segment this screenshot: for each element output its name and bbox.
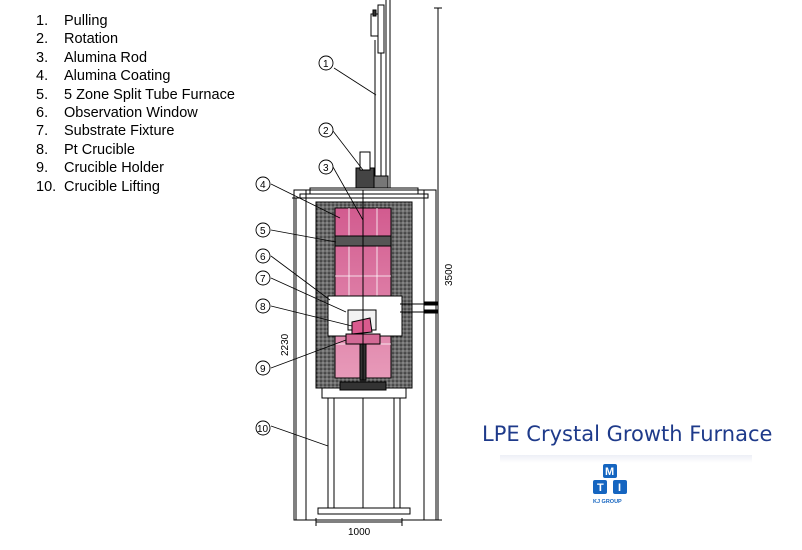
legend-item: 3.Alumina Rod: [36, 49, 148, 66]
legend-item: 1.Pulling: [36, 13, 108, 29]
pulling-column: [370, 0, 391, 190]
dim-label-inner: 2230: [280, 333, 291, 356]
callout-7: 7: [260, 274, 266, 285]
legend-list: 1.Pulling 2.Rotation 3.Alumina Rod 4.Alu…: [36, 12, 235, 196]
callout-5: 5: [260, 226, 266, 237]
legend-item: 8.Pt Crucible: [36, 141, 135, 158]
callout-3: 3: [323, 163, 329, 174]
dim-label-width: 1000: [348, 527, 371, 538]
callout-6: 6: [260, 252, 266, 263]
rotation-motor: [355, 151, 389, 191]
dim-label-total: 3500: [444, 263, 455, 286]
mti-logo: M T I KJ GROUP: [593, 464, 627, 505]
title-reflection: [500, 455, 752, 463]
base-block: [339, 381, 387, 391]
logo-letter-t: T: [597, 482, 604, 494]
callout-8: 8: [260, 302, 266, 313]
callout-1: 1: [323, 59, 329, 70]
logo-letter-i: I: [618, 482, 621, 494]
legend-item: 6.Observation Window: [36, 105, 198, 122]
legend-item: 5.5 Zone Split Tube Furnace: [36, 86, 235, 103]
callout-leaders: [270, 67, 377, 447]
dim-height-total: [434, 7, 442, 521]
logo-letter-m: M: [605, 466, 614, 478]
legend-item: 9.Crucible Holder: [36, 160, 164, 177]
legend-item: 7.Substrate Fixture: [36, 123, 175, 140]
legend-item: 2.Rotation: [36, 31, 119, 48]
dim-width: [315, 518, 403, 526]
callout-2: 2: [323, 126, 329, 137]
legend-item: 10.Crucible Lifting: [36, 178, 160, 195]
callout-4: 4: [260, 180, 266, 191]
callout-circles: [255, 55, 334, 436]
crucible-lifting: [317, 398, 411, 515]
diagram-title: LPE Crystal Growth Furnace: [482, 422, 773, 446]
logo-caption: KJ GROUP: [593, 499, 622, 505]
top-plate: [309, 187, 419, 195]
callout-10: 10: [257, 424, 269, 435]
callout-9: 9: [260, 364, 266, 375]
legend-item: 4.Alumina Coating: [36, 68, 171, 85]
top-flange: [299, 193, 429, 199]
pt-crucible: [351, 317, 373, 335]
